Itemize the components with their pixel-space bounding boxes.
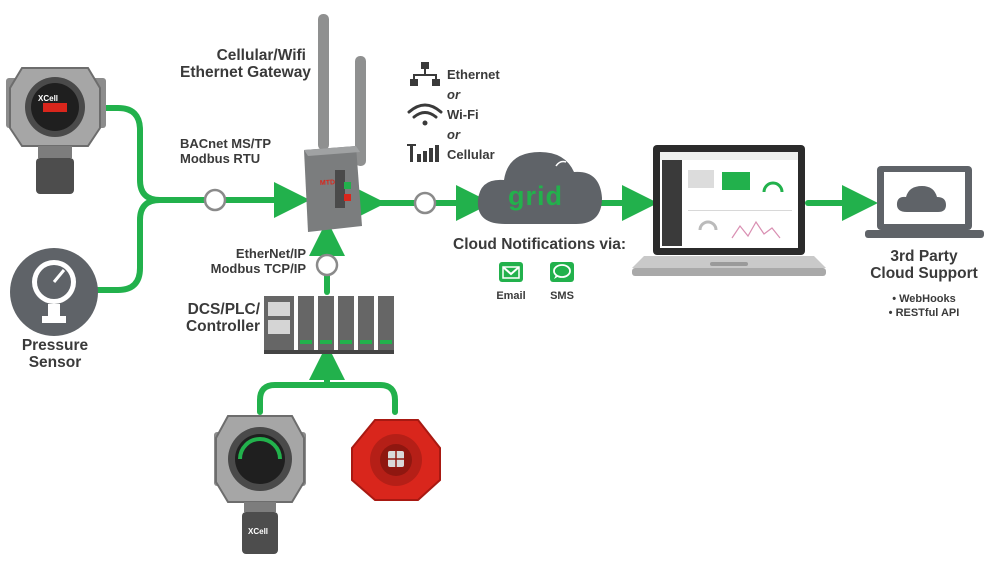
controller-label: DCS/PLC/ Controller	[162, 301, 260, 336]
ip-signal-ring	[315, 253, 339, 277]
controller-label-line2: Controller	[185, 318, 260, 336]
cloud-notifications-label: Cloud Notifications via:	[453, 236, 627, 253]
email-label: Email	[496, 290, 526, 302]
flame-detector-icon	[351, 419, 441, 501]
third-party-label: 3rd Party Cloud Support	[862, 248, 986, 283]
pressure-label-line2: Sensor	[28, 354, 82, 372]
wifi-label: Wi-Fi	[447, 107, 479, 122]
cloud-laptop-icon	[865, 166, 984, 238]
wifi-icon	[407, 103, 443, 126]
pressure-gauge-icon	[10, 248, 98, 336]
cellular-icon	[407, 144, 439, 162]
sms-label: SMS	[550, 290, 574, 302]
ethernet-ip-label: EtherNet/IP	[235, 246, 306, 261]
controller-label-line1: DCS/PLC/	[187, 301, 260, 318]
gateway-title-line2: Ethernet Gateway	[180, 64, 311, 82]
laptop-icon	[632, 145, 826, 276]
third-party-line2: Cloud Support	[870, 265, 978, 283]
sms-icon	[550, 262, 574, 282]
gateway-title-line1: Cellular/Wifi	[216, 47, 306, 64]
wireless-signal-ring	[413, 191, 437, 215]
antenna-icon	[355, 56, 366, 166]
gas-detector-icon	[6, 67, 106, 194]
detector-brand-label-2: XCell	[248, 527, 269, 536]
pressure-sensor-label: Pressure Sensor	[10, 337, 100, 372]
wire-gas-detector	[92, 105, 163, 203]
gas-detector-icon	[214, 415, 306, 554]
detector-brand-label: XCell	[38, 94, 59, 103]
svg-text:MTD: MTD	[320, 179, 336, 187]
gateway-icon: MTD	[304, 14, 366, 232]
or-label-2: or	[447, 127, 460, 142]
bacnet-label: BACnet MS/TP	[180, 136, 271, 151]
gateway-title: Cellular/Wifi Ethernet Gateway	[180, 47, 311, 82]
third-party-features: • WebHooks • RESTful API	[862, 292, 986, 321]
plc-icon	[264, 296, 394, 354]
modbus-tcp-label: Modbus TCP/IP	[210, 260, 306, 276]
webhooks-label: • WebHooks	[892, 293, 956, 305]
ip-protocols-label: EtherNet/IP Modbus TCP/IP	[196, 246, 306, 276]
email-icon	[499, 262, 523, 282]
serial-signal-ring	[203, 188, 227, 212]
network-icon	[410, 62, 440, 86]
serial-protocols-label: BACnet MS/TP Modbus RTU	[180, 136, 271, 166]
ethernet-label: Ethernet	[447, 67, 500, 82]
grid-logo: grid	[508, 181, 563, 211]
modbus-rtu-label: Modbus RTU	[180, 150, 261, 166]
antenna-icon	[318, 14, 329, 150]
or-label-1: or	[447, 87, 460, 102]
wire-field-devices	[257, 382, 398, 415]
cloud-icon	[477, 152, 602, 224]
restful-api-label: • RESTful API	[888, 307, 960, 320]
third-party-line1: 3rd Party	[890, 248, 958, 265]
pressure-label-line1: Pressure	[21, 337, 89, 354]
wire-pressure-sensor	[92, 197, 163, 293]
cellular-label: Cellular	[447, 147, 495, 162]
